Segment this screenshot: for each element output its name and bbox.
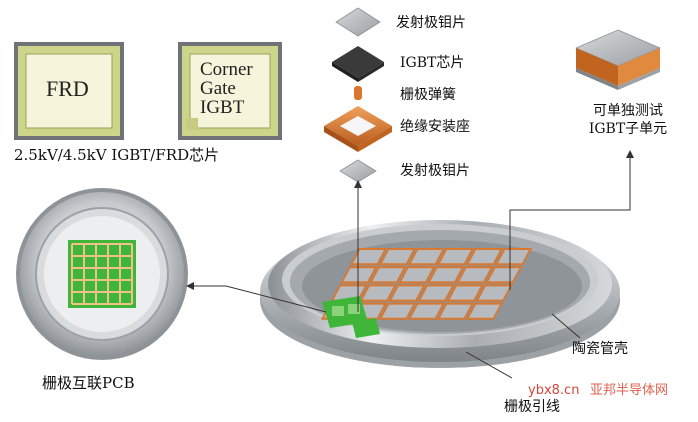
submodule-moly [352,250,384,264]
submodule-moly [401,268,433,282]
exploded-stack [324,7,392,312]
label-ceramic-housing: 陶瓷管壳 [572,341,628,357]
corner-gate-line-2: Gate [200,78,236,99]
watermark-site: 亚邦半导体网 [590,383,669,398]
submodule-moly [410,250,442,264]
pcb-board [68,240,136,308]
submodule-moly [439,250,471,264]
label-emitter-top: 发射极钼片 [396,15,466,31]
corner-gate-line-3: IGBT [200,97,245,118]
label-submodule: 可单独测试 IGBT子单元 [566,104,690,136]
label-gate-pcb: 栅极互联PCB [42,374,135,392]
submodule-moly [372,268,404,282]
watermark-url: ybx8.cn [528,383,580,398]
submodule-moly [410,304,442,318]
corner-gate-igbt-chip [178,42,282,140]
label-gate-spring: 栅极弹簧 [400,87,456,103]
gate-pcb-fragment [322,296,380,338]
submodule-moly [478,286,510,300]
frd-chip [14,42,124,140]
testable-submodule [574,29,662,90]
submodule-moly [343,268,375,282]
label-emitter-bottom: 发射极钼片 [400,163,470,179]
submodule-moly [449,286,481,300]
emitter-moly-bottom [339,159,377,183]
gate-spring [354,86,362,100]
submodule-moly [430,268,462,282]
submodule-moly [362,286,394,300]
submodule-moly [420,286,452,300]
emitter-moly-top [335,7,381,37]
submodule-moly [497,250,529,264]
submodule-moly [391,286,423,300]
submodule-moly [468,304,500,318]
igbt-chip-dark [332,46,384,78]
submodule-moly [459,268,491,282]
insulating-seat [324,106,392,152]
chip-caption: 2.5kV/4.5kV IGBT/FRD芯片 [14,146,220,164]
submodule-moly [381,304,413,318]
gate-pcb-disc [16,188,188,360]
submodule-moly [488,268,520,282]
label-gate-lead: 栅极引线 [504,399,560,415]
submodule-moly [381,250,413,264]
submodule-moly [333,286,365,300]
submodule-moly [468,250,500,264]
frd-chip-label: FRD [46,76,89,101]
label-insulating-seat: 绝缘安装座 [400,119,470,135]
label-igbt-chip: IGBT芯片 [400,55,465,71]
label-submodule-line-1: 可单独测试 [593,103,663,119]
submodule-moly [439,304,471,318]
corner-gate-igbt-label: Corner Gate IGBT [200,60,253,117]
label-submodule-line-2: IGBT子单元 [588,121,668,137]
corner-gate-line-1: Corner [200,59,253,80]
